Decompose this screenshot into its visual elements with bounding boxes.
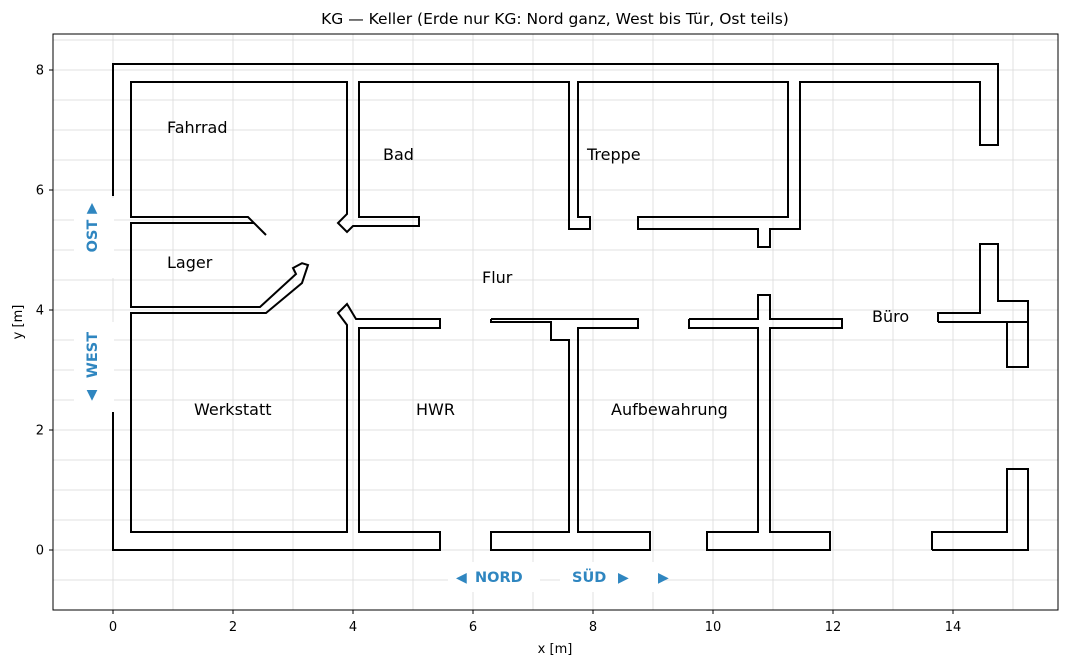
wall-outline	[931, 468, 1029, 551]
x-tick-label: 6	[469, 620, 477, 635]
y-axis-label: y [m]	[11, 305, 26, 340]
x-tick-label: 10	[705, 620, 722, 635]
x-tick-label: 0	[109, 620, 117, 635]
chart-title: KG — Keller (Erde nur KG: Nord ganz, Wes…	[321, 10, 789, 28]
room-label: Werkstatt	[194, 400, 272, 419]
y-tick-label: 8	[36, 64, 44, 79]
x-tick-label: 12	[825, 620, 842, 635]
wall-outline	[937, 243, 1029, 368]
direction-box	[74, 198, 114, 278]
y-tick-label: 2	[36, 424, 44, 439]
direction-label-sued: SÜD	[572, 568, 606, 586]
direction-box	[448, 562, 540, 592]
sued-arrow-icon: ▶	[658, 570, 669, 586]
y-tick-label: 4	[36, 304, 44, 319]
y-tick-label: 0	[36, 544, 44, 559]
direction-box	[74, 322, 114, 412]
ost-arrow-icon: ▲	[87, 200, 98, 216]
room-label: HWR	[416, 400, 455, 419]
nord-arrow-icon: ◀	[456, 570, 467, 586]
x-tick-label: 4	[349, 620, 357, 635]
room-label: Flur	[482, 268, 513, 287]
sued-arrow-icon: ▶	[618, 570, 629, 586]
y-tick-label: 6	[36, 184, 44, 199]
direction-box	[560, 562, 660, 592]
plot-frame	[52, 33, 1059, 611]
axis-ticks: 0 2 4 6 8 10 12 14 0 2 4 6 8	[36, 64, 962, 636]
west-arrow-icon: ▼	[87, 387, 98, 403]
wall-outline	[490, 318, 651, 551]
x-tick-label: 2	[229, 620, 237, 635]
x-tick-label: 14	[945, 620, 962, 635]
wall-outline	[112, 63, 999, 551]
direction-markers: ▲ OST WEST ▼ ◀ NORD SÜD ▶ ▶	[74, 198, 669, 592]
direction-label-ost: OST	[85, 220, 101, 253]
direction-label-nord: NORD	[475, 570, 523, 586]
room-label: Büro	[872, 307, 909, 326]
room-label: Bad	[383, 145, 414, 164]
x-axis-label: x [m]	[538, 642, 573, 657]
x-tick-label: 8	[589, 620, 597, 635]
room-label: Fahrrad	[167, 118, 228, 137]
room-label: Lager	[167, 253, 213, 272]
direction-label-west: WEST	[85, 332, 101, 378]
wall-outline	[688, 294, 843, 551]
room-label: Treppe	[586, 145, 641, 164]
walls	[112, 63, 1029, 551]
room-label: Aufbewahrung	[611, 400, 728, 419]
